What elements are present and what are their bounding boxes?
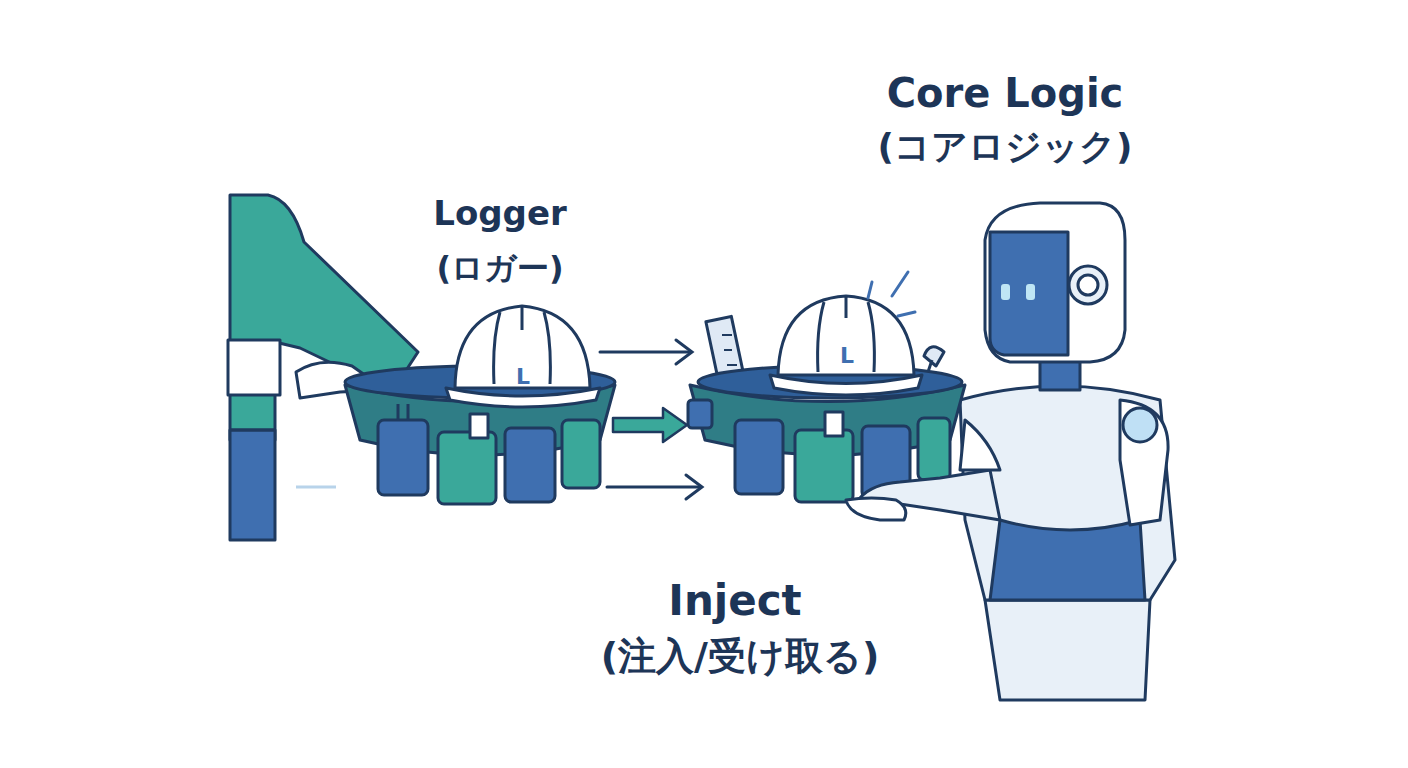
person-arm-part xyxy=(230,430,275,540)
helmet-letter: L xyxy=(516,364,530,390)
robot-part xyxy=(1069,266,1107,304)
thin-arrow-part xyxy=(600,351,690,354)
inject-label: Inject xyxy=(668,576,801,626)
robot-hands-part xyxy=(846,498,906,520)
thin-arrow-part xyxy=(686,475,702,499)
robot-hands-part xyxy=(960,420,1000,470)
arrow-body xyxy=(613,408,687,442)
tool-belt-part xyxy=(825,412,843,436)
tool-belt-part xyxy=(918,418,950,480)
sparkle-part xyxy=(868,282,872,298)
helmet-part xyxy=(770,375,922,395)
thin-arrow-part xyxy=(607,486,700,489)
inject-subtitle: (注入/受け取る) xyxy=(601,634,880,680)
inject-arrow xyxy=(613,408,687,442)
robot-part xyxy=(990,232,1068,355)
node-title: Core Logic xyxy=(887,69,1124,117)
robot-part xyxy=(985,203,1125,362)
robot-part xyxy=(1078,275,1098,295)
person-arm-part xyxy=(228,340,280,395)
helmet xyxy=(770,296,922,395)
robot xyxy=(960,203,1175,700)
motion-mark xyxy=(296,486,336,489)
tool-belt-part xyxy=(398,404,408,420)
helmet-part xyxy=(446,388,600,407)
robot-part xyxy=(985,600,1150,700)
robot-hands xyxy=(846,420,1000,520)
tool-belt-part xyxy=(688,400,712,428)
tool-belt-part xyxy=(505,428,555,502)
node-title: Logger xyxy=(433,193,567,234)
helmet-part xyxy=(778,296,914,375)
node-subtitle: (ロガー) xyxy=(436,249,563,287)
robot-part xyxy=(1123,408,1157,442)
thin-arrow-part xyxy=(676,340,692,364)
tool-belt-part xyxy=(562,420,600,488)
tool-belt-part xyxy=(378,420,428,495)
tool-belt-part xyxy=(438,432,496,504)
robot-part xyxy=(1001,284,1010,300)
sparkle-part xyxy=(898,312,915,316)
helmet xyxy=(446,306,600,407)
helmet-part xyxy=(818,297,875,372)
tool-belt-part xyxy=(795,430,853,502)
sparkle-part xyxy=(892,272,908,296)
robot-part xyxy=(990,520,1145,600)
helmet-letter: L xyxy=(840,343,854,369)
logger-tool-belt: Logger (ロガー) xyxy=(290,185,610,515)
person-arm-part xyxy=(230,429,275,432)
robot-part xyxy=(1120,400,1168,525)
robot-part xyxy=(1026,284,1035,300)
sparkle xyxy=(868,272,915,316)
tool-belt-part xyxy=(470,414,488,438)
tool-belt-part xyxy=(735,420,783,494)
node-subtitle: (コアロジック) xyxy=(878,125,1133,168)
